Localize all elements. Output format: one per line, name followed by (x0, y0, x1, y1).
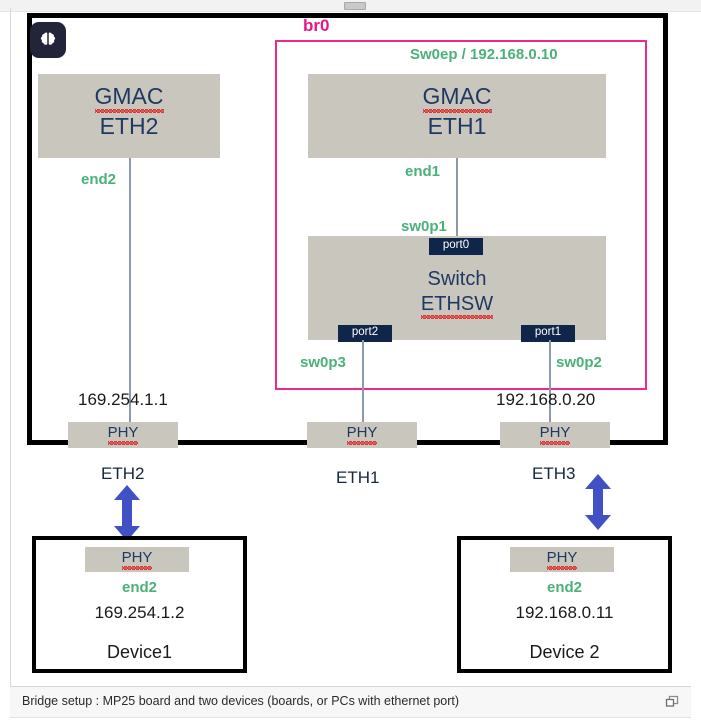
link-eth2-device1-arrow (114, 485, 140, 541)
eth-port-label-eth1: ETH1 (336, 468, 380, 487)
bridge-endpoint-label: Sw0ep / 192.168.0.10 (410, 46, 558, 63)
device2-ip: 192.168.0.11 (515, 603, 614, 622)
device1-phy[interactable]: PHY (85, 547, 189, 572)
interface-label-end1: end1 (405, 163, 441, 180)
switch-port0-chip[interactable]: port0 (429, 238, 483, 255)
brain-icon (40, 32, 56, 45)
switch-port1-chip[interactable]: port1 (521, 325, 575, 342)
device1-interface-label: end2 (121, 579, 157, 596)
caption-text: Bridge setup : MP25 board and two device… (22, 694, 460, 708)
link-sw0p2-line (549, 340, 551, 422)
interface-label-sw0p2: sw0p2 (556, 354, 602, 371)
component-gmac-eth1[interactable]: GMAC ETH1 (308, 74, 606, 158)
device2-phy[interactable]: PHY (510, 547, 614, 572)
bridge-br0-label: br0 (303, 16, 330, 35)
device1-box[interactable]: PHY end2 169.254.1.2 Device1 (32, 536, 247, 673)
component-gmac-eth2-line1: GMAC (94, 83, 164, 113)
component-switch-line1: Switch (427, 268, 487, 290)
board-ip-eth3: 192.168.0.20 (496, 390, 596, 409)
link-sw0p3-line (362, 340, 364, 422)
restore-window-icon[interactable] (665, 695, 679, 708)
component-gmac-eth1-line1: GMAC (422, 83, 492, 113)
device2-phy-label: PHY (546, 549, 578, 570)
device2-name: Device 2 (529, 642, 600, 662)
bridge-br0-region (275, 40, 647, 390)
board-ip-eth2: 169.254.1.1 (78, 390, 168, 409)
board-phy-eth2-label: PHY (107, 424, 139, 445)
board-phy-eth1[interactable]: PHY (307, 422, 417, 448)
component-gmac-eth1-line2: ETH1 (427, 112, 487, 139)
page-left-rule (10, 8, 11, 686)
interface-label-end2: end2 (81, 171, 117, 188)
board-phy-eth3-label: PHY (539, 424, 571, 445)
device1-name: Device1 (106, 642, 173, 662)
eth-port-label-eth2: ETH2 (101, 464, 145, 483)
device2-box[interactable]: PHY end2 192.168.0.11 Device 2 (457, 536, 672, 673)
interface-label-sw0p1: sw0p1 (401, 218, 447, 235)
brain-icon-badge[interactable] (30, 22, 66, 58)
board-phy-eth1-label: PHY (346, 424, 378, 445)
interface-label-sw0p3: sw0p3 (300, 354, 346, 371)
link-end1-line (456, 158, 458, 236)
window-top-strip (0, 0, 701, 12)
board-phy-eth3[interactable]: PHY (500, 422, 610, 448)
eth-port-label-eth3: ETH3 (532, 464, 576, 483)
link-eth3-device2-arrow (585, 474, 611, 530)
device1-phy-label: PHY (121, 549, 153, 570)
link-end2-line (129, 158, 131, 422)
component-gmac-eth2[interactable]: GMAC ETH2 (38, 74, 220, 158)
component-switch-line2: ETHSW (420, 293, 494, 320)
component-gmac-eth2-line2: ETH2 (99, 112, 159, 139)
board-phy-eth2[interactable]: PHY (68, 422, 178, 448)
device1-ip: 169.254.1.2 (94, 603, 185, 622)
caption-bar: Bridge setup : MP25 board and two device… (10, 686, 691, 718)
switch-port2-chip[interactable]: port2 (338, 325, 392, 342)
device2-interface-label: end2 (546, 579, 582, 596)
window-handle-nub[interactable] (344, 2, 366, 10)
